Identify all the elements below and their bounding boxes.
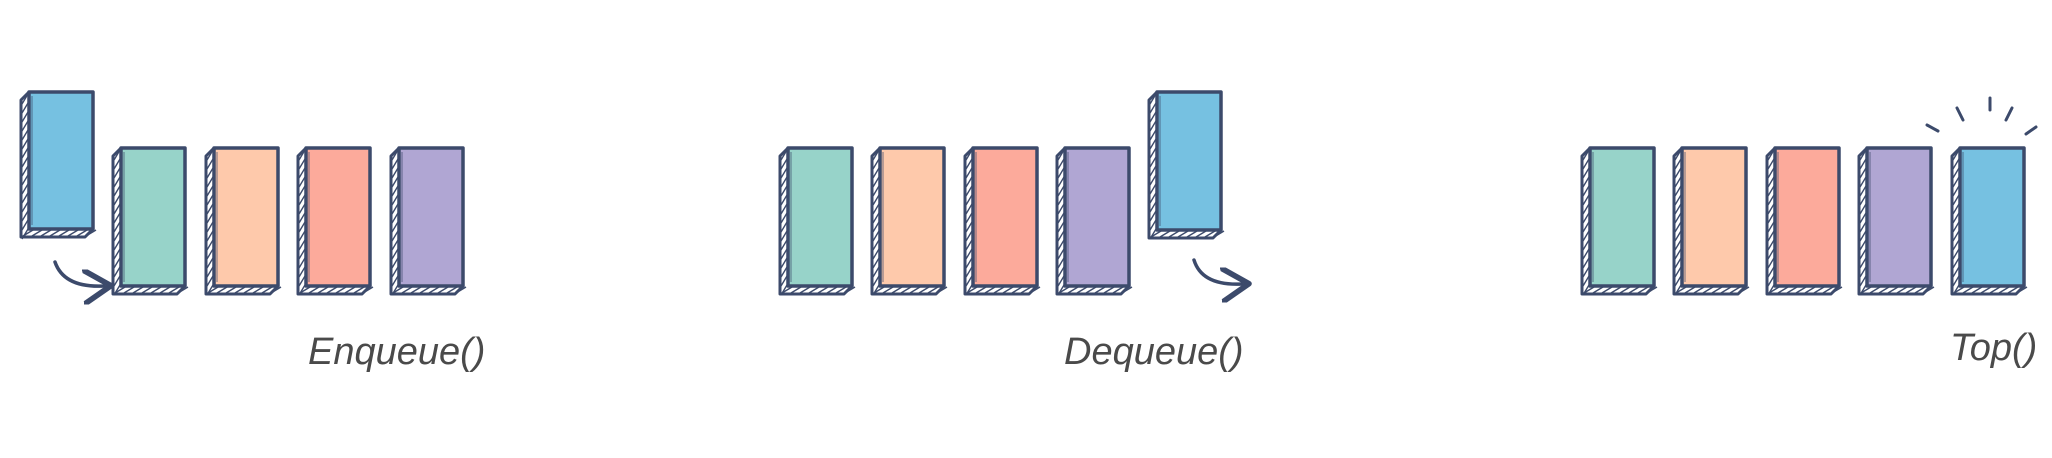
dequeue-outgoing-block xyxy=(1147,90,1225,240)
enqueue-queue-block-4 xyxy=(389,146,467,296)
panel-top: Top() xyxy=(1580,96,2038,369)
dequeue-queue-block-1 xyxy=(778,146,856,296)
enqueue-label: Enqueue() xyxy=(308,331,485,373)
dequeue-queue-block-2 xyxy=(870,146,948,296)
sparkle-icon xyxy=(1925,96,2038,136)
dequeue-queue-block-4 xyxy=(1055,146,1133,296)
curved-arrow-icon xyxy=(1192,258,1242,284)
top-queue-block-4 xyxy=(1857,146,1935,296)
panel-enqueue: Enqueue() xyxy=(19,90,485,373)
curved-arrow-icon xyxy=(53,260,104,286)
dequeue-queue-block-3 xyxy=(963,146,1041,296)
top-queue-block-1 xyxy=(1580,146,1658,296)
enqueue-queue-block-2 xyxy=(204,146,282,296)
panel-dequeue: Dequeue() xyxy=(778,90,1244,373)
top-queue-block-3 xyxy=(1765,146,1843,296)
top-queue-block-5 xyxy=(1950,146,2028,296)
enqueue-queue-block-1 xyxy=(111,146,189,296)
top-label: Top() xyxy=(1950,327,2037,369)
enqueue-incoming-block xyxy=(19,90,97,240)
top-queue-block-2 xyxy=(1672,146,1750,296)
dequeue-label: Dequeue() xyxy=(1064,331,1244,373)
enqueue-queue-block-3 xyxy=(296,146,374,296)
